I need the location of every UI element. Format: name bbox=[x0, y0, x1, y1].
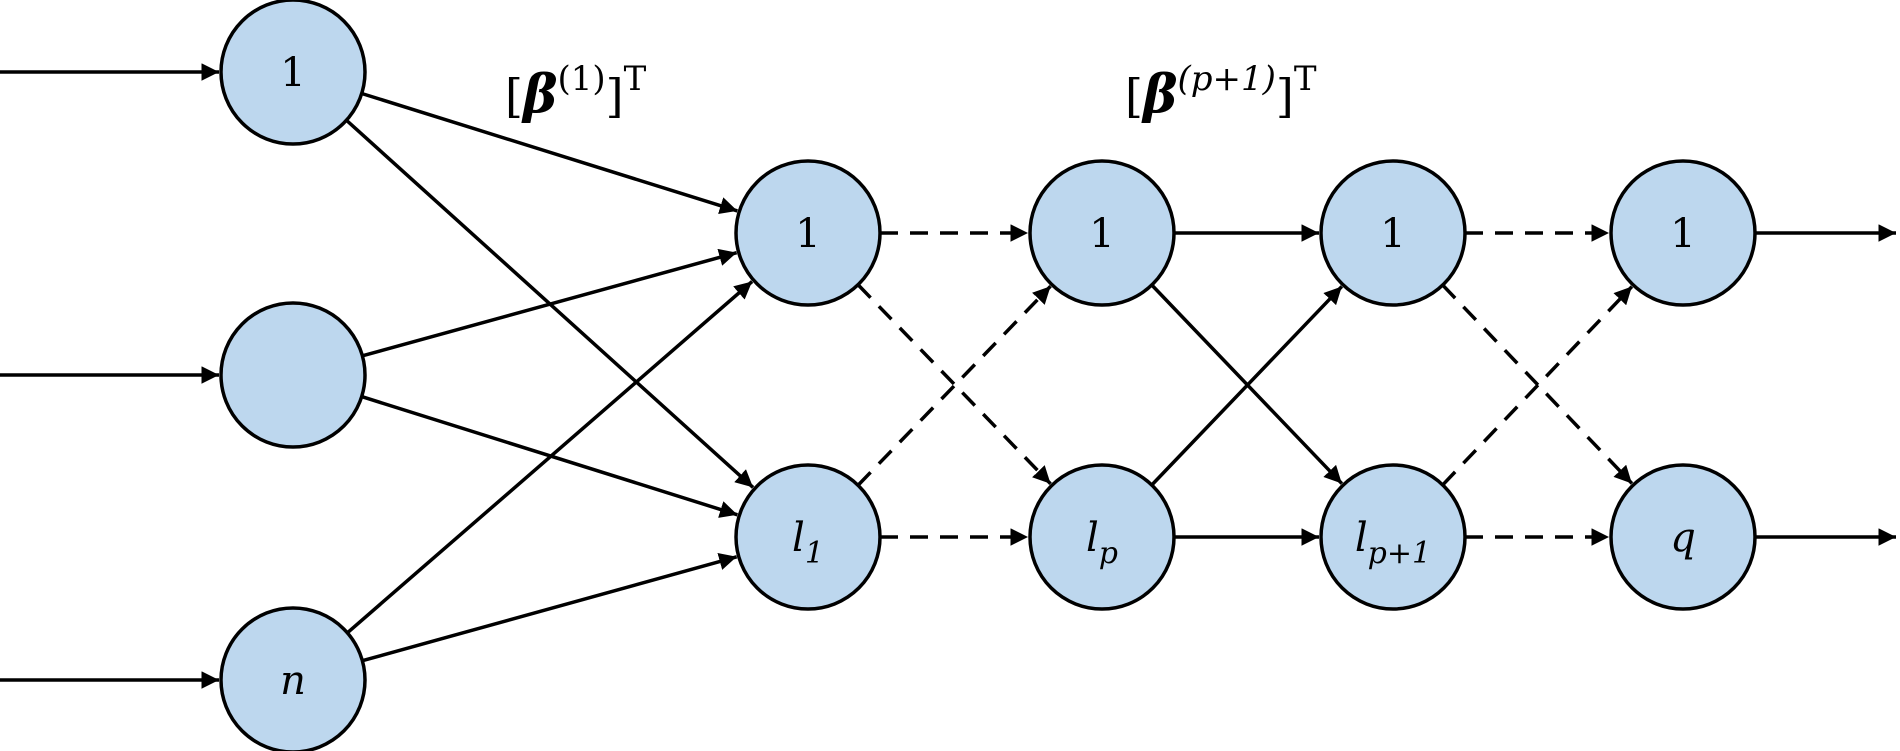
node-label: q bbox=[1670, 515, 1696, 561]
node-label: 1 bbox=[1089, 211, 1114, 257]
node-label: 1 bbox=[1670, 211, 1695, 257]
edge-hp1_lp1-to-out_1 bbox=[1441, 285, 1634, 487]
node-label: lp bbox=[1086, 515, 1118, 571]
weight-label-transpose: T bbox=[624, 59, 647, 99]
weight-label-bracket-open: [ bbox=[505, 69, 523, 123]
node-circle bbox=[1319, 159, 1467, 307]
edge-h1_l1-to-hp_1 bbox=[856, 284, 1052, 487]
weight-label-bracket-close: ] bbox=[606, 69, 624, 123]
edge-in_mid-to-h1_1 bbox=[361, 248, 738, 358]
node-in_1: 1 bbox=[219, 0, 367, 146]
node-label: 1 bbox=[1380, 211, 1405, 257]
node-circle bbox=[1609, 463, 1757, 611]
edges-layer bbox=[0, 63, 1896, 689]
weight-label-bracket-close: ] bbox=[1276, 69, 1294, 123]
node-circle bbox=[1319, 463, 1467, 611]
node-circle bbox=[1028, 463, 1176, 611]
node-label-subscript: 1 bbox=[805, 536, 824, 571]
edge-hp1_1-to-out_q bbox=[1441, 283, 1634, 485]
node-label-main: l bbox=[792, 515, 805, 561]
node-in_n: n bbox=[219, 606, 367, 751]
node-circle bbox=[734, 159, 882, 307]
weight-label-symbol: β bbox=[1141, 64, 1178, 125]
node-label-main: 1 bbox=[1089, 211, 1114, 257]
node-label-subscript: p bbox=[1099, 536, 1118, 571]
weight-label-beta-p1: [β(p+1)]T bbox=[1125, 59, 1317, 125]
edge-in_n-to-h1_1 bbox=[346, 280, 754, 635]
edge-h1_1-to-hp_lp bbox=[856, 283, 1052, 486]
node-label-main: 1 bbox=[795, 211, 820, 257]
node-label-main: 1 bbox=[1670, 211, 1695, 257]
weight-label-bracket-open: [ bbox=[1125, 69, 1143, 123]
node-circle bbox=[734, 463, 882, 611]
node-hp_lp: lp bbox=[1028, 463, 1176, 611]
node-circle bbox=[219, 0, 367, 146]
weight-label-transpose: T bbox=[1294, 59, 1317, 99]
edge-hp_lp-to-hp1_1 bbox=[1150, 285, 1344, 487]
node-label-main: 1 bbox=[1380, 211, 1405, 257]
node-in_mid bbox=[219, 301, 367, 449]
node-circle bbox=[1609, 159, 1757, 307]
node-out_q: q bbox=[1609, 463, 1757, 611]
node-label: l1 bbox=[792, 515, 824, 571]
node-label-subscript: p+1 bbox=[1368, 536, 1431, 571]
node-h1_l1: l1 bbox=[734, 463, 882, 611]
node-label: 1 bbox=[280, 50, 305, 96]
node-circle bbox=[219, 606, 367, 751]
weight-label-superscript: (1) bbox=[557, 59, 605, 99]
node-label-main: n bbox=[280, 658, 306, 704]
node-hp1_lp1: lp+1 bbox=[1319, 463, 1467, 611]
node-label: n bbox=[280, 658, 306, 704]
svg-text:[β(1)]T: [β(1)]T bbox=[505, 59, 647, 125]
svg-text:[β(p+1)]T: [β(p+1)]T bbox=[1125, 59, 1317, 125]
node-label: 1 bbox=[795, 211, 820, 257]
node-label: lp+1 bbox=[1355, 515, 1431, 571]
edge-in_n-to-h1_l1 bbox=[361, 553, 738, 663]
node-label-main: l bbox=[1086, 515, 1099, 561]
weight-label-symbol: β bbox=[521, 64, 558, 125]
node-h1_1: 1 bbox=[734, 159, 882, 307]
node-circle bbox=[219, 301, 367, 449]
node-hp_1: 1 bbox=[1028, 159, 1176, 307]
node-label-main: l bbox=[1355, 515, 1368, 561]
edge-in_1-to-h1_1 bbox=[361, 91, 738, 215]
node-label-main: 1 bbox=[280, 50, 305, 96]
node-circle bbox=[1028, 159, 1176, 307]
node-label-main: q bbox=[1670, 515, 1696, 561]
node-out_1: 1 bbox=[1609, 159, 1757, 307]
weight-label-beta-1: [β(1)]T bbox=[505, 59, 647, 125]
node-hp1_1: 1 bbox=[1319, 159, 1467, 307]
weight-label-superscript: (p+1) bbox=[1177, 59, 1275, 99]
